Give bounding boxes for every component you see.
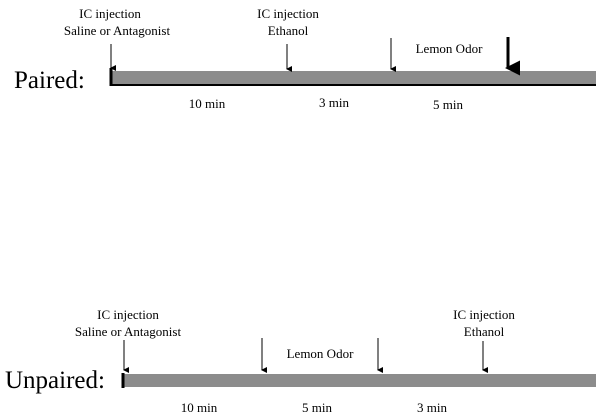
unpaired-label: Unpaired: — [5, 367, 105, 394]
unpaired-interval-1: 10 min — [180, 400, 218, 415]
paired-interval-2: 3 min — [319, 95, 349, 110]
paired-interval-1: 10 min — [188, 96, 226, 111]
paired-label: Paired: — [14, 67, 85, 94]
paired-event-ethanol-line1: IC injection — [257, 6, 319, 21]
unpaired-interval-2: 5 min — [302, 400, 332, 415]
paired-timeline-bar — [112, 71, 596, 84]
paired-event-ethanol-line2: Ethanol — [267, 23, 309, 38]
unpaired-event-odor: Lemon Odor — [286, 346, 354, 361]
paired-interval-3: 5 min — [433, 97, 463, 112]
unpaired-event-ethanol-line2: Ethanol — [463, 324, 505, 339]
unpaired-event-saline-line2: Saline or Antagonist — [74, 324, 182, 339]
paired-event-saline-line2: Saline or Antagonist — [63, 23, 171, 38]
unpaired-event-saline-line1: IC injection — [97, 307, 159, 322]
unpaired-timeline-bar — [123, 374, 596, 387]
unpaired-event-ethanol-line1: IC injection — [453, 307, 515, 322]
paired-event-odor: Lemon Odor — [415, 41, 483, 56]
paired-event-saline-line1: IC injection — [79, 6, 141, 21]
unpaired-interval-3: 3 min — [417, 400, 447, 415]
